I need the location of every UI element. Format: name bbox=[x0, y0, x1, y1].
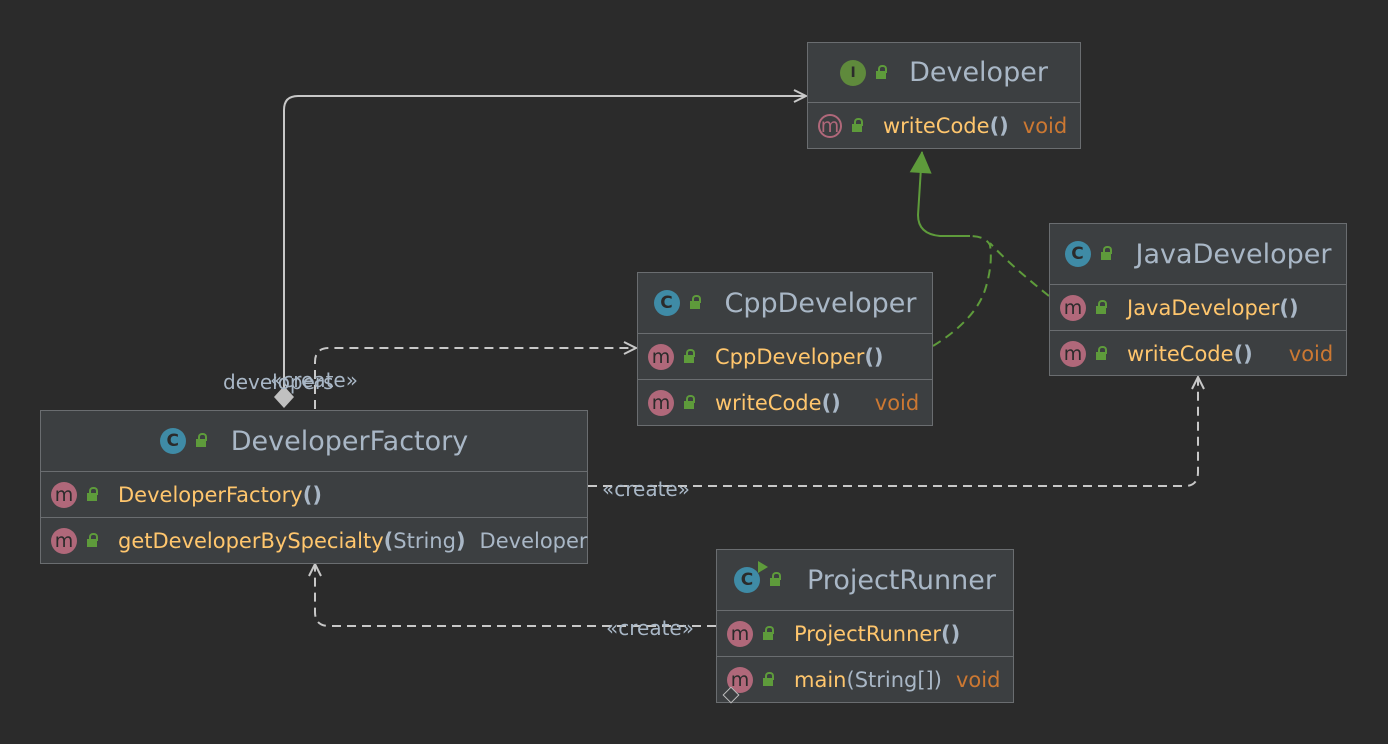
paren-close: ) bbox=[455, 529, 466, 553]
abstract-method-icon: m bbox=[818, 114, 842, 138]
paren-open: ( bbox=[383, 529, 394, 553]
method-parens: () bbox=[1233, 342, 1253, 366]
realization-java-edge[interactable] bbox=[989, 242, 1050, 297]
class-letter: C bbox=[740, 570, 754, 590]
create-cpp-edge[interactable] bbox=[314, 348, 636, 409]
method-name: main bbox=[794, 668, 847, 692]
node-title: CppDeveloper bbox=[724, 287, 917, 319]
method-row[interactable]: m JavaDeveloper() bbox=[1050, 285, 1346, 331]
method-name: getDeveloperBySpecialty bbox=[118, 529, 384, 553]
return-type: void bbox=[955, 668, 1001, 692]
method-name: writeCode bbox=[715, 391, 822, 415]
node-title: ProjectRunner bbox=[807, 564, 996, 596]
edge-label-create-java: «create» bbox=[602, 477, 690, 501]
class-icon: C bbox=[1064, 241, 1091, 267]
method-name: writeCode bbox=[1127, 342, 1234, 366]
class-icon: C bbox=[653, 290, 680, 316]
java-developer-node[interactable]: C JavaDeveloper m JavaDeveloper() m writ… bbox=[1049, 223, 1347, 376]
method-row[interactable]: m getDeveloperBySpecialty(String) Develo… bbox=[41, 518, 588, 564]
public-lock-icon bbox=[1100, 246, 1114, 260]
developer-factory-node[interactable]: C DeveloperFactory m DeveloperFactory() … bbox=[40, 410, 588, 564]
method-name: writeCode bbox=[883, 114, 990, 138]
project-runner-node[interactable]: C ProjectRunner m ProjectRunner() m main… bbox=[716, 549, 1014, 704]
developer-factory-header: C DeveloperFactory bbox=[41, 411, 587, 472]
return-type: void bbox=[1288, 342, 1334, 366]
return-type: void bbox=[874, 391, 920, 415]
method-parens: () bbox=[989, 114, 1009, 138]
method-icon: m bbox=[51, 481, 77, 508]
method-row[interactable]: m DeveloperFactory() bbox=[41, 472, 587, 518]
method-row[interactable]: m ProjectRunner() bbox=[717, 611, 1013, 657]
param-type: String bbox=[393, 529, 456, 553]
paren-close: ) bbox=[933, 668, 942, 692]
method-icon: m bbox=[727, 620, 753, 647]
developer-header: I Developer bbox=[808, 43, 1080, 103]
developer-interface-node[interactable]: I Developer m writeCode() void bbox=[807, 42, 1081, 149]
method-parens: () bbox=[940, 621, 961, 646]
node-title: DeveloperFactory bbox=[230, 425, 469, 457]
edge-label-create-cpp: «create» bbox=[270, 368, 358, 392]
public-lock-icon bbox=[87, 486, 100, 501]
public-lock-icon bbox=[1096, 299, 1109, 314]
method-icon: m bbox=[1060, 294, 1086, 321]
realization-trunk-edge bbox=[909, 151, 970, 237]
method-icon: m bbox=[51, 528, 77, 554]
method-row[interactable]: m writeCode() void bbox=[638, 380, 932, 426]
method-name: JavaDeveloper bbox=[1127, 295, 1280, 320]
association-developers-edge[interactable] bbox=[283, 96, 806, 398]
public-lock-icon bbox=[763, 625, 776, 640]
public-lock-icon bbox=[87, 533, 100, 547]
method-icon: m bbox=[1060, 341, 1086, 367]
method-parens: () bbox=[1279, 295, 1299, 320]
node-title: Developer bbox=[909, 57, 1048, 88]
method-row[interactable]: m writeCode() void bbox=[1050, 331, 1346, 377]
method-row[interactable]: m CppDeveloper() bbox=[638, 334, 932, 380]
runnable-class-icon: C bbox=[734, 561, 768, 593]
public-lock-icon bbox=[763, 672, 776, 686]
node-title: JavaDeveloper bbox=[1135, 238, 1332, 270]
cpp-developer-node[interactable]: C CppDeveloper m CppDeveloper() m writeC… bbox=[637, 272, 933, 426]
create-java-edge[interactable] bbox=[588, 377, 1198, 487]
public-lock-icon bbox=[684, 395, 697, 409]
public-lock-icon bbox=[876, 64, 889, 79]
method-row[interactable]: m main(String[]) void bbox=[717, 657, 1013, 704]
realization-cpp-edge[interactable] bbox=[932, 235, 992, 347]
method-icon: m bbox=[648, 390, 674, 416]
class-icon: C bbox=[159, 428, 186, 454]
paren-open: ( bbox=[846, 668, 855, 692]
composition-diamond bbox=[274, 386, 294, 408]
method-parens: () bbox=[864, 344, 884, 369]
method-parens: () bbox=[821, 391, 841, 415]
cpp-developer-header: C CppDeveloper bbox=[638, 273, 932, 334]
public-lock-icon bbox=[1096, 346, 1109, 360]
edge-label-developers: developers bbox=[223, 370, 334, 394]
public-lock-icon bbox=[770, 572, 783, 586]
public-lock-icon bbox=[684, 348, 697, 363]
param-type: String[] bbox=[854, 668, 934, 692]
run-badge-icon bbox=[758, 561, 768, 573]
method-icon: m bbox=[648, 343, 674, 370]
public-lock-icon bbox=[689, 295, 703, 309]
interface-icon: I bbox=[840, 59, 867, 86]
method-row[interactable]: m writeCode() void bbox=[808, 103, 1080, 149]
java-developer-header: C JavaDeveloper bbox=[1050, 224, 1346, 285]
return-type: Developer bbox=[479, 529, 588, 553]
method-name: ProjectRunner bbox=[794, 621, 941, 646]
method-parens: () bbox=[302, 482, 322, 507]
method-name: CppDeveloper bbox=[715, 344, 865, 369]
method-name: DeveloperFactory bbox=[118, 482, 303, 507]
project-runner-header: C ProjectRunner bbox=[717, 550, 1013, 611]
public-lock-icon bbox=[195, 433, 209, 447]
return-type: void bbox=[1022, 114, 1068, 138]
edge-label-create-factory: «create» bbox=[606, 616, 694, 640]
public-lock-icon bbox=[852, 118, 865, 132]
create-factory-edge[interactable] bbox=[315, 564, 716, 627]
